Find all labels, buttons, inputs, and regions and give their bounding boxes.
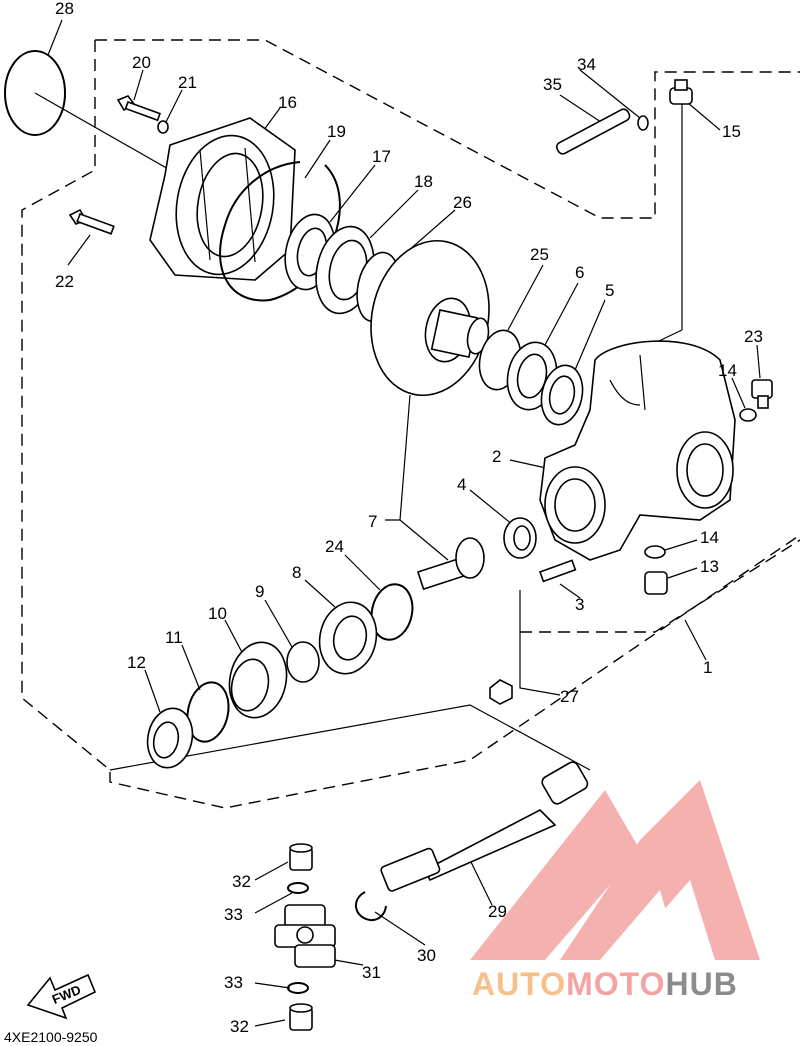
o-ring-11 [186,681,230,743]
bolt-20 [116,95,161,122]
watermark-triangle-left [470,790,640,960]
callout-33-top: 33 [224,905,243,924]
filler-plug-13 [644,571,668,595]
housing-cover-16 [149,117,296,281]
callout-13: 13 [700,557,719,576]
circlip-19 [219,161,341,302]
nut-27 [489,679,513,705]
o-ring-28 [4,50,66,136]
callout-24: 24 [325,537,344,556]
leader-lines [34,19,761,1027]
dashed-group-outline-left [21,40,800,809]
callout-12: 12 [127,653,146,672]
callout-labels: 28 20 21 16 19 17 18 26 34 35 15 22 25 6… [55,0,763,1036]
watermark-hub: HUB [665,966,737,1002]
breather-15 [669,79,693,105]
callout-6: 6 [575,263,584,282]
dashed-group-outline-main [95,39,800,219]
callout-9: 9 [255,582,264,601]
callout-11: 11 [165,628,183,647]
washer-21 [157,120,169,134]
callout-34: 34 [577,55,596,74]
callout-15: 15 [722,122,741,141]
callout-10: 10 [208,604,227,623]
bearing-cup-32-top [289,843,313,871]
fwd-arrow-icon: FWD [26,973,97,1020]
callout-4: 4 [457,475,466,494]
spacer-9 [286,641,320,683]
callout-1: 1 [703,658,712,677]
callout-27: 27 [560,687,579,706]
stud-bolt-3 [538,559,577,583]
callout-16: 16 [278,93,297,112]
bearing-4 [503,517,537,559]
dashed-group-outline-inner [520,539,800,633]
callout-30: 30 [417,946,436,965]
callout-31: 31 [362,963,381,982]
drive-shaft-29 [380,761,589,892]
bearing-retainer-10 [228,641,288,719]
callout-20: 20 [132,53,151,72]
callout-7: 7 [368,512,377,531]
callout-33-bottom: 33 [224,973,243,992]
bearing-8 [318,601,378,675]
callout-14-top: 14 [718,361,737,380]
callout-2: 2 [492,447,501,466]
circlip-30 [355,891,387,922]
callout-32-bottom: 32 [230,1017,249,1036]
callout-21: 21 [178,73,197,92]
callout-22: 22 [55,272,74,291]
watermark-logo [470,780,760,960]
clip-34 [637,115,649,131]
oil-seal-5 [540,364,584,426]
callout-23: 23 [744,327,763,346]
watermark-moto: MOTO [566,966,665,1002]
callout-8: 8 [292,563,301,582]
axle-pin-35 [555,108,631,155]
final-drive-housing-1 [539,340,736,561]
diagram-code: 4XE2100-9250 [4,1029,98,1045]
circlip-33-top [287,882,309,894]
callout-29: 29 [488,902,507,921]
universal-joint-31 [274,904,336,968]
oil-seal-12 [146,707,194,769]
o-ring-24 [370,583,414,641]
bolt-22 [68,208,115,235]
watermark-auto: AUTO [472,966,566,1002]
gasket-14-top [739,408,757,422]
callout-26: 26 [453,193,472,212]
callout-5: 5 [605,281,614,300]
watermark-triangle-right [560,780,760,960]
ring-gear-7 [370,239,490,397]
circlip-33-bottom [287,982,309,994]
callout-14-bottom: 14 [700,528,719,547]
callout-19: 19 [327,122,346,141]
callout-32-top: 32 [232,872,251,891]
watermark-text: AUTOMOTOHUB [472,966,738,1002]
drain-plug-23 [751,379,773,409]
watermark-triangle-inner [600,890,680,960]
callout-3: 3 [575,595,584,614]
pinion-gear-7 [416,537,485,591]
gasket-14-bottom [644,545,666,559]
bearing-cup-32-bottom [289,1003,313,1031]
callout-35: 35 [543,75,562,94]
callout-18: 18 [414,172,433,191]
callout-28: 28 [55,0,74,18]
callout-25: 25 [530,245,549,264]
callout-17: 17 [372,147,391,166]
